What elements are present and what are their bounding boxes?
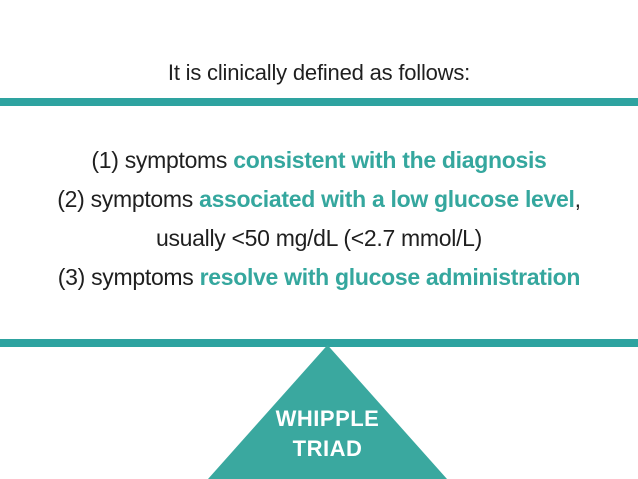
plain-text: (1) symptoms (91, 147, 234, 173)
whipple-triad-triangle (208, 345, 447, 479)
definition-item: (2) symptoms associated with a low gluco… (0, 180, 638, 219)
slide-title: It is clinically defined as follows: (167, 60, 471, 85)
highlighted-phrase: resolve with glucose administration (199, 264, 581, 290)
triangle-icon (208, 345, 447, 479)
top-divider (0, 98, 638, 106)
plain-text: (3) symptoms (57, 264, 200, 290)
plain-text: (2) symptoms (57, 186, 200, 212)
highlighted-phrase: consistent with the diagnosis (233, 147, 547, 173)
definition-list: (1) symptoms consistent with the diagnos… (0, 141, 638, 297)
plain-text: , (574, 186, 581, 212)
triangle-label: WHIPPLE TRIAD (208, 404, 447, 464)
triangle-label-line1: WHIPPLE (275, 406, 380, 431)
bottom-divider (0, 339, 638, 347)
definition-item: usually <50 mg/dL (<2.7 mmol/L) (0, 219, 638, 258)
highlighted-phrase: associated with a low glucose level (199, 186, 575, 212)
definition-item: (1) symptoms consistent with the diagnos… (0, 141, 638, 180)
definition-item: (3) symptoms resolve with glucose admini… (0, 258, 638, 297)
triangle-label-line2: TRIAD (292, 436, 363, 461)
plain-text: usually <50 mg/dL (<2.7 mmol/L) (155, 225, 483, 251)
